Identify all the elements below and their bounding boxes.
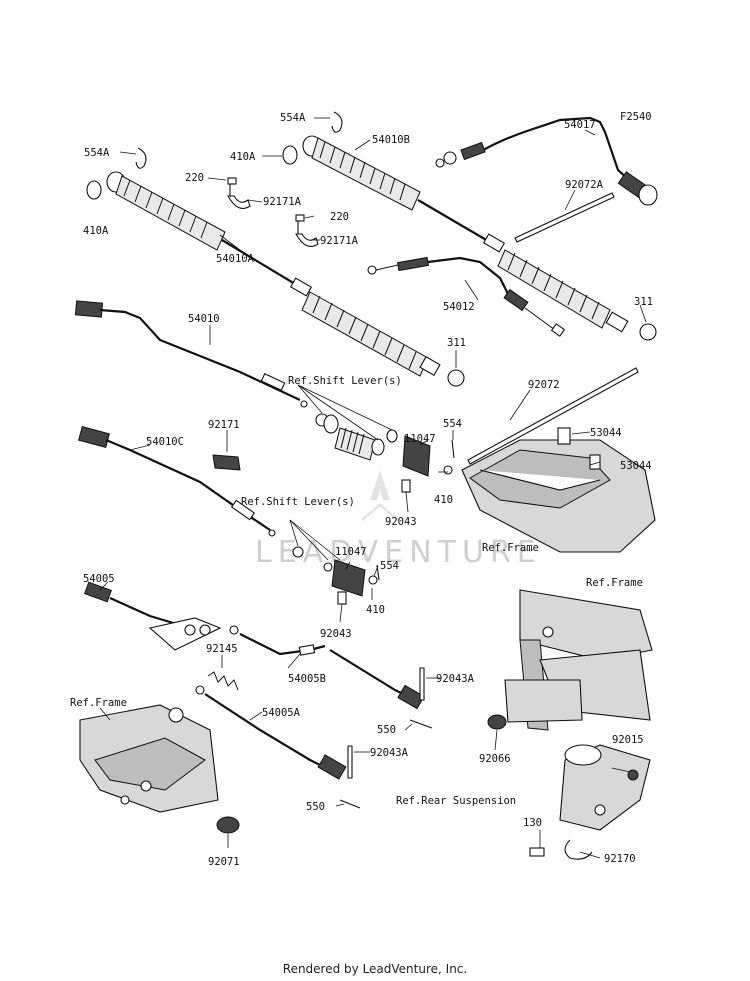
ref-rear-suspension: Ref.Rear Suspension <box>396 795 516 807</box>
label-11047-b: 11047 <box>335 546 367 558</box>
cable-tie-92072 <box>467 367 639 465</box>
label-92145: 92145 <box>206 643 238 655</box>
pin-92043A-upper <box>419 667 425 701</box>
label-54010A: 54010A <box>216 253 255 265</box>
label-92171A-a: 92171A <box>263 196 302 208</box>
grommet-92071 <box>216 816 240 834</box>
reference-labels: Ref.Shift Lever(s) Ref.Shift Lever(s) Re… <box>70 375 643 807</box>
label-54005B: 54005B <box>288 673 326 685</box>
label-550-b: 550 <box>306 801 325 813</box>
label-92043-b: 92043 <box>320 628 352 640</box>
frame-center <box>461 427 656 553</box>
label-410A-mid: 410A <box>230 151 256 163</box>
label-92171A-b: 92171A <box>320 235 359 247</box>
cable-54010A <box>106 171 441 377</box>
watermark-logo <box>361 470 399 522</box>
part-labels: 554A 54010B 54017 554A 410A 220 92171A 2… <box>83 112 653 868</box>
leader-lines <box>99 117 647 859</box>
label-54017: 54017 <box>564 119 596 131</box>
label-92071: 92071 <box>208 856 240 868</box>
label-311-right: 311 <box>634 296 653 308</box>
nut-311-right <box>639 323 657 341</box>
pin-92043A-lower <box>347 745 353 779</box>
label-410A-left: 410A <box>83 225 109 237</box>
cable-tie-92072A <box>514 192 615 243</box>
label-92170: 92170 <box>604 853 636 865</box>
label-554-b: 554 <box>380 560 399 572</box>
pin-550-lower <box>339 799 361 809</box>
label-130: 130 <box>523 817 542 829</box>
label-53044-b: 53044 <box>620 460 652 472</box>
label-410-b: 410 <box>366 604 385 616</box>
cable-54010 <box>74 300 308 408</box>
clamp-92171A-lower <box>295 214 319 247</box>
cable-54012 <box>367 256 566 337</box>
label-53044-a: 53044 <box>590 427 622 439</box>
cable-54005A <box>195 685 347 780</box>
label-92015: 92015 <box>612 734 644 746</box>
figure-id: F2540 <box>620 111 652 123</box>
label-220-a: 220 <box>185 172 204 184</box>
label-92072: 92072 <box>528 379 560 391</box>
ref-frame-right: Ref.Frame <box>586 577 643 589</box>
frame-right <box>504 589 653 731</box>
pin-554A-top <box>331 111 343 133</box>
label-92043A-a: 92043A <box>436 673 475 685</box>
label-54012: 54012 <box>443 301 475 313</box>
shift-lever-assembly-1 <box>315 413 455 493</box>
label-54005A: 54005A <box>262 707 301 719</box>
label-550-a: 550 <box>377 724 396 736</box>
spring-92145 <box>207 671 239 691</box>
washer-410A-mid <box>282 145 298 165</box>
ref-shift-lever-1: Ref.Shift Lever(s) <box>288 375 402 387</box>
bushing-92066 <box>487 714 507 730</box>
label-554A-top: 554A <box>280 112 306 124</box>
label-54010B: 54010B <box>372 134 410 146</box>
pin-550-upper <box>409 719 433 729</box>
pin-554A-left <box>135 147 147 169</box>
label-410-a: 410 <box>434 494 453 506</box>
washer-410A-left <box>86 180 102 200</box>
label-92043-a: 92043 <box>385 516 417 528</box>
label-92072A: 92072A <box>565 179 604 191</box>
label-311-mid: 311 <box>447 337 466 349</box>
frame-left <box>79 704 219 813</box>
label-554A-left: 554A <box>84 147 110 159</box>
cable-54005 <box>84 581 222 651</box>
label-92043A-b: 92043A <box>370 747 409 759</box>
label-54010C: 54010C <box>146 436 184 448</box>
label-54005: 54005 <box>83 573 115 585</box>
label-11047-a: 11047 <box>404 433 436 445</box>
ref-frame-left: Ref.Frame <box>70 697 127 709</box>
ref-frame-center: Ref.Frame <box>482 542 539 554</box>
cable-54017 <box>435 116 658 206</box>
ref-shift-lever-2: Ref.Shift Lever(s) <box>241 496 355 508</box>
footer-credit: Rendered by LeadVenture, Inc. <box>282 962 468 976</box>
cable-54010C <box>78 426 276 537</box>
label-54010: 54010 <box>188 313 220 325</box>
clamp-92171A-upper <box>227 177 251 209</box>
label-92171: 92171 <box>208 419 240 431</box>
shift-lever-assembly-2 <box>292 546 380 605</box>
cable-54005B <box>229 625 425 710</box>
label-554-a: 554 <box>443 418 462 430</box>
label-92066: 92066 <box>479 753 511 765</box>
cable-54010B <box>302 135 629 333</box>
label-220-b: 220 <box>330 211 349 223</box>
clamp-92171 <box>212 454 241 471</box>
nut-311-mid <box>447 369 465 387</box>
rear-suspension-arm <box>529 744 651 860</box>
